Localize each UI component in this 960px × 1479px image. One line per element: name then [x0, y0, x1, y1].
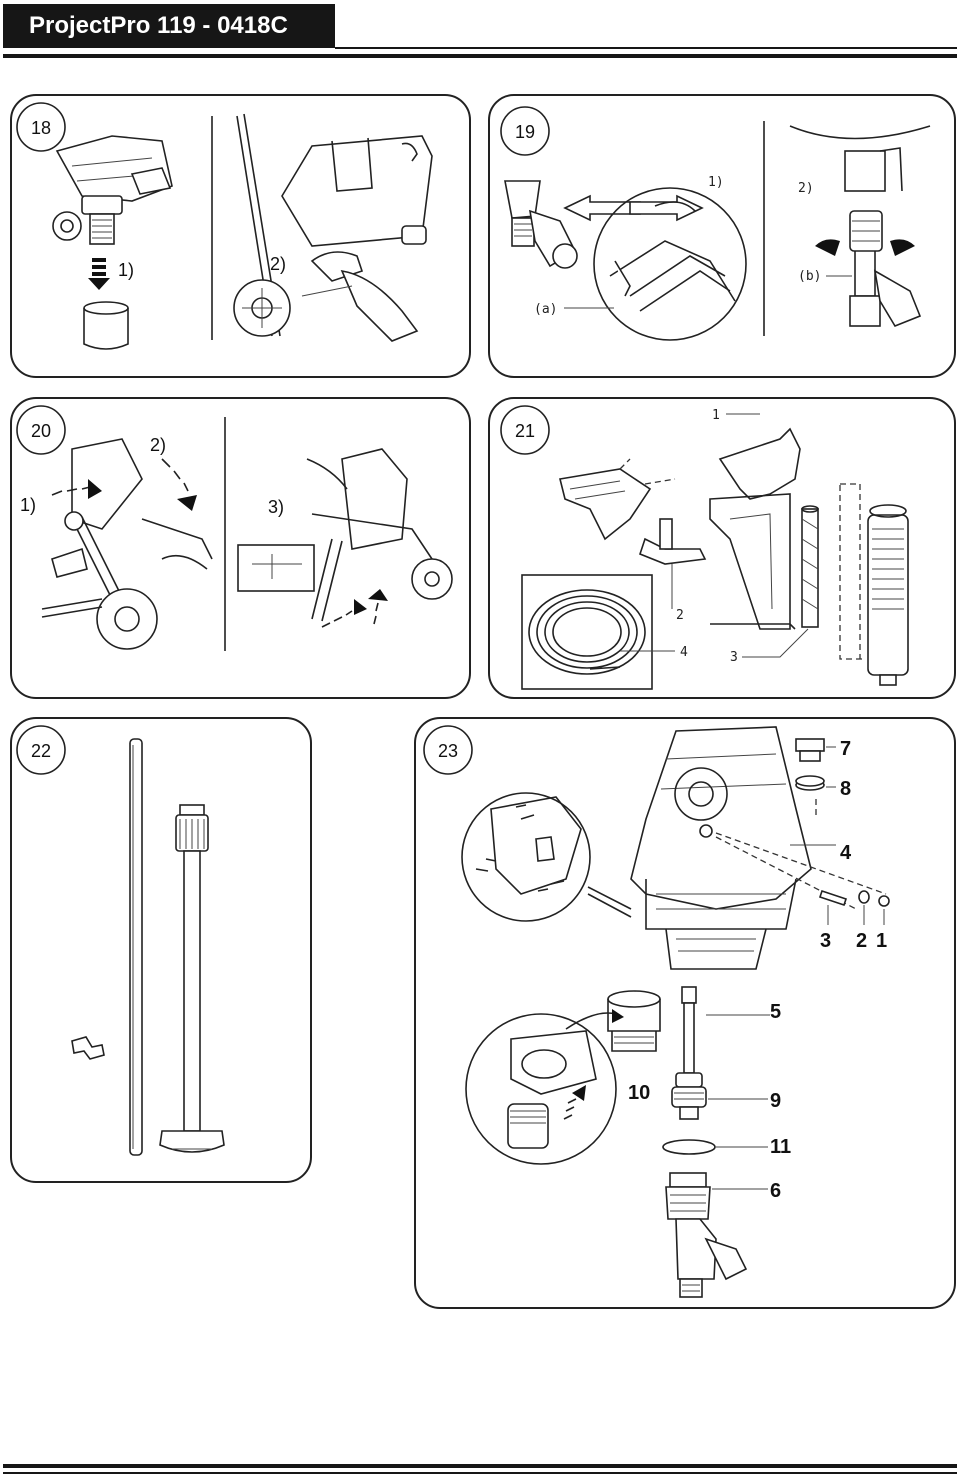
part-21-4: 4 — [680, 645, 688, 660]
document-title: ProjectPro 119 - 0418C — [3, 4, 335, 48]
panel-23-illustration: 23 7 8 4 3 2 1 — [423, 725, 890, 1298]
panel-20: 20 1) 2) 3) — [10, 397, 471, 699]
step-label-20-2: 2) — [150, 435, 166, 455]
panel-21-illustration: 21 2 1 3 4 — [500, 405, 909, 690]
part-23-9: 9 — [770, 1090, 781, 1112]
panel-22: 22 — [10, 717, 312, 1183]
panel-20-illustration: 20 1) 2) 3) — [16, 405, 453, 651]
part-23-10: 10 — [628, 1082, 650, 1104]
callout-19-b: (b) — [798, 269, 821, 284]
part-23-6: 6 — [770, 1180, 781, 1202]
panel-23: 23 7 8 4 3 2 1 — [414, 717, 956, 1309]
step-number-23: 23 — [438, 741, 458, 761]
panel-19-illustration: 19 1) (a) 2) (b) — [500, 106, 931, 341]
step-number-18: 18 — [31, 118, 51, 138]
part-21-1: 1 — [712, 408, 720, 423]
panel-21: 21 2 1 3 4 — [488, 397, 956, 699]
part-23-11: 11 — [770, 1136, 791, 1158]
part-21-2: 2 — [676, 608, 684, 623]
part-23-5: 5 — [770, 1001, 781, 1023]
panel-22-illustration: 22 — [16, 725, 225, 1156]
part-23-7: 7 — [840, 738, 851, 760]
part-23-2: 2 — [856, 930, 867, 952]
step-number-19: 19 — [515, 122, 535, 142]
part-23-3: 3 — [820, 930, 831, 952]
step-number-20: 20 — [31, 421, 51, 441]
footer-rule-thin — [3, 1472, 957, 1474]
header-rule-thick — [3, 54, 957, 58]
step-label-20-3: 3) — [268, 497, 284, 517]
part-23-1: 1 — [876, 930, 887, 952]
part-23-4: 4 — [840, 842, 852, 864]
header-rule-thin — [335, 47, 957, 49]
step-label-19-2: 2) — [798, 181, 814, 196]
step-label-20-1: 1) — [20, 495, 36, 515]
part-23-8: 8 — [840, 778, 851, 800]
panel-18-illustration: 18 1) 2) — [16, 102, 433, 350]
step-label-18-2: 2) — [270, 254, 286, 274]
panel-18: 18 1) 2) — [10, 94, 471, 378]
panel-19: 19 1) (a) 2) (b) — [488, 94, 956, 378]
callout-19-a: (a) — [534, 302, 557, 317]
step-number-22: 22 — [31, 741, 51, 761]
step-number-21: 21 — [515, 421, 535, 441]
footer-rule-thick — [3, 1464, 957, 1468]
part-21-3: 3 — [730, 650, 738, 665]
step-label-18-1: 1) — [118, 260, 134, 280]
step-label-19-1: 1) — [708, 175, 724, 190]
